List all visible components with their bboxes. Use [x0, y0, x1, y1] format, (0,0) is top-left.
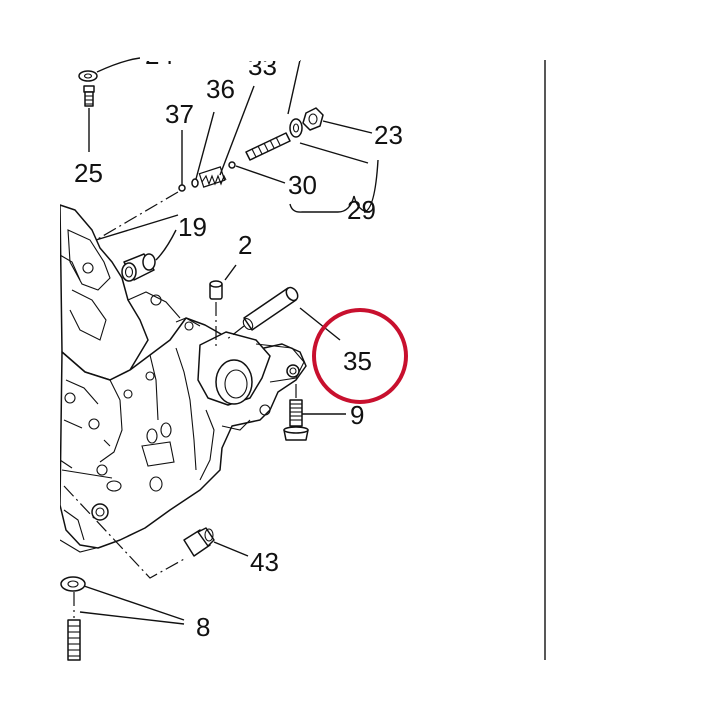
- callout-37: 37: [165, 99, 194, 129]
- leader-19-axis: [95, 214, 179, 241]
- callout-30: 30: [288, 170, 317, 200]
- stud-8: [67, 592, 185, 661]
- bolt-25: [83, 85, 95, 152]
- highlight-circle-35: [312, 308, 408, 404]
- left-crop: [0, 0, 60, 720]
- callout-19: 19: [178, 212, 207, 242]
- callout-9: 9: [350, 400, 364, 430]
- stud-shaft: [245, 59, 303, 161]
- callout-25: 25: [74, 158, 103, 188]
- washer-24: [78, 57, 141, 82]
- callout-23: 23: [374, 120, 403, 150]
- washer-8: [60, 576, 185, 621]
- bushing-19: [121, 229, 177, 282]
- ring-36: [191, 111, 215, 188]
- callout-8: 8: [196, 612, 210, 642]
- plunger-pin: [228, 161, 286, 184]
- callout-29: 29: [347, 195, 376, 225]
- housing-body: [59, 204, 307, 553]
- pin-35: [225, 286, 341, 341]
- spring-30: [198, 85, 255, 188]
- callout-43: 43: [250, 547, 279, 577]
- clip-mask-24: [140, 40, 200, 61]
- assembly-axis-top: [95, 191, 179, 241]
- fitting-43: [183, 527, 249, 557]
- clip-mask-33: [240, 40, 300, 61]
- leader-29a: [299, 142, 369, 164]
- bolt-9: [283, 384, 346, 441]
- assembly-axis-lower: [63, 485, 187, 579]
- nut-23: [302, 107, 373, 134]
- dowel-pin-2: [209, 264, 237, 346]
- callout-36: 36: [206, 74, 235, 104]
- brace-29: [289, 159, 379, 213]
- callout-35: 35: [343, 346, 372, 376]
- ball-37: [178, 130, 186, 192]
- callout-2: 2: [238, 230, 252, 260]
